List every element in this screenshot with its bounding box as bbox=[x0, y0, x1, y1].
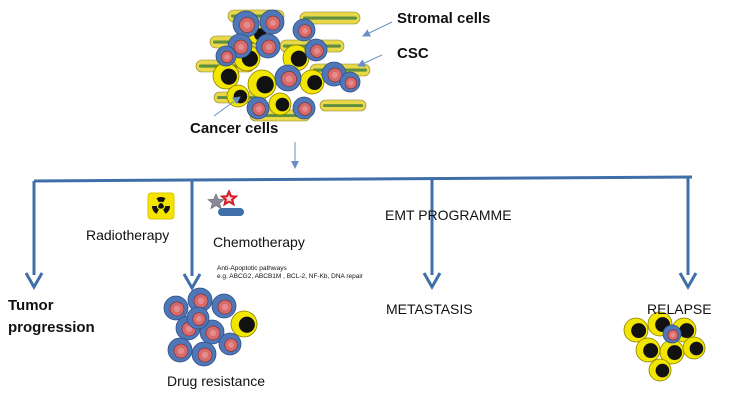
csc-cell bbox=[232, 10, 260, 38]
cancer-cell bbox=[268, 92, 292, 116]
cancer-cell bbox=[635, 337, 661, 363]
csc-cell bbox=[292, 96, 316, 120]
cancer-cell bbox=[299, 69, 325, 95]
branch-arrow bbox=[678, 177, 698, 291]
csc-cell bbox=[211, 293, 237, 319]
tumor-mass bbox=[195, 9, 371, 122]
radiotherapy-label: Radiotherapy bbox=[86, 227, 170, 243]
radiation-hazard-icon bbox=[147, 192, 175, 220]
stromal-cells-label: Stromal cells bbox=[397, 10, 491, 27]
stromal-cell bbox=[319, 99, 367, 112]
chemotherapy-label: Chemotherapy bbox=[213, 234, 305, 250]
csc-cell bbox=[662, 324, 682, 344]
csc-cell bbox=[292, 18, 316, 42]
tumor-progression-label: Tumor progression bbox=[8, 295, 95, 339]
anti-apoptotic-line-1: Anti-Apoptotic pathways bbox=[217, 265, 287, 272]
csc-cell bbox=[215, 45, 237, 67]
branch-arrow bbox=[422, 179, 442, 291]
cancer-cell bbox=[212, 62, 240, 90]
tumor-progression-line-1: Tumor bbox=[8, 297, 54, 314]
csc-cell bbox=[186, 306, 210, 330]
relapse-cells bbox=[623, 311, 706, 382]
csc-cell bbox=[304, 38, 328, 62]
csc-cell bbox=[191, 341, 217, 367]
csc-cell bbox=[163, 295, 189, 321]
cancer-cell bbox=[682, 336, 706, 360]
csc-cell bbox=[218, 332, 242, 356]
stromal-cell bbox=[299, 11, 361, 25]
chemotherapy-icon bbox=[207, 189, 244, 216]
csc-label: CSC bbox=[397, 45, 429, 62]
csc-pointer-arrow bbox=[357, 54, 383, 67]
cancer-cell bbox=[659, 339, 685, 365]
cancer-cell bbox=[247, 69, 277, 99]
cancer-pointer-arrow bbox=[213, 96, 241, 117]
cancer-cell bbox=[648, 358, 672, 382]
cancer-cells-label: Cancer cells bbox=[190, 120, 279, 137]
emt-programme-label: EMT PROGRAMME bbox=[385, 207, 512, 223]
stromal-pointer-arrow bbox=[362, 21, 393, 37]
cancer-cell bbox=[282, 44, 310, 72]
metastasis-label: METASTASIS bbox=[386, 301, 473, 317]
anti-apoptotic-line-2: e.g. ABCG2, ABCB1M , BCL-2, NF-Kb, DNA r… bbox=[217, 273, 363, 281]
csc-cell bbox=[274, 64, 302, 92]
csc-cell bbox=[255, 33, 281, 59]
drug-resistance-label: Drug resistance bbox=[167, 373, 266, 389]
branch-arrows bbox=[24, 177, 698, 292]
branch-arrow bbox=[24, 181, 44, 291]
csc-cell bbox=[259, 9, 285, 35]
csc-cell bbox=[167, 337, 193, 363]
csc-cell bbox=[246, 96, 270, 120]
anti-apoptotic-pathways-label: Anti-Apoptotic pathways e.g. ABCG2, ABCB… bbox=[217, 265, 363, 282]
branch-arrow bbox=[182, 180, 202, 292]
cancer-cell bbox=[623, 317, 649, 343]
tumor-progression-line-2: progression bbox=[8, 318, 95, 336]
csc-cell bbox=[339, 71, 361, 93]
cancer-cell bbox=[230, 310, 258, 338]
relapse-label: RELAPSE bbox=[647, 301, 712, 317]
branch-bar bbox=[33, 175, 693, 183]
drug-resistance-cells bbox=[163, 287, 258, 367]
